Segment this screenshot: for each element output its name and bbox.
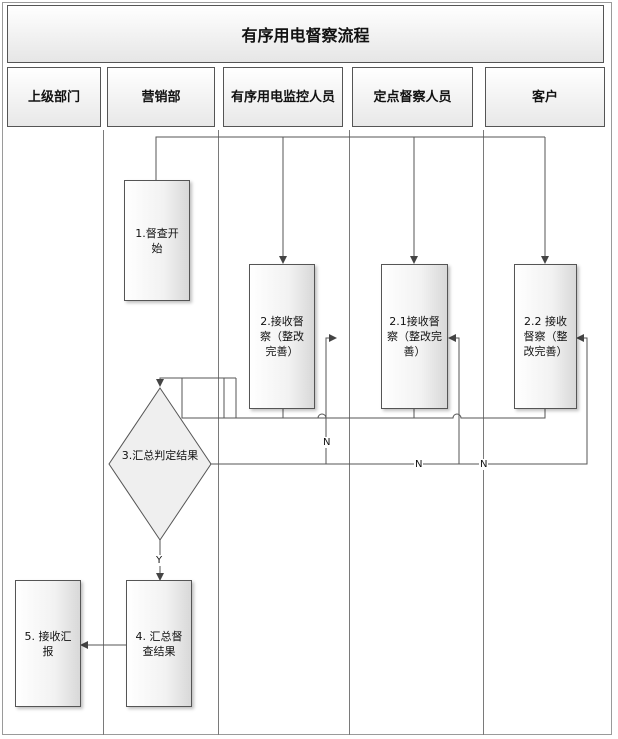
node-report: 5. 接收汇报	[15, 580, 81, 707]
edge-no-customer	[459, 334, 588, 465]
edge-start-distribution	[155, 136, 545, 180]
edge-label-no: N	[479, 459, 489, 470]
node-receive-inspector: 2.1接收督察（整改完善）	[381, 264, 448, 409]
edge-label-no: N	[322, 437, 332, 448]
lane-divider	[218, 130, 219, 735]
diagram-title: 有序用电督察流程	[7, 5, 604, 63]
node-decision-label: 3.汇总判定结果	[121, 449, 199, 462]
edge-customer-return	[223, 378, 546, 419]
node-start: 1.督查开始	[124, 180, 190, 301]
edge-label-yes: Y	[155, 555, 164, 566]
edge-no-inspector	[326, 334, 460, 465]
diagram-frame	[2, 2, 612, 735]
lane-header-marketing: 营销部	[107, 67, 215, 127]
lane-header-superior: 上级部门	[7, 67, 101, 127]
lane-header-inspector: 定点督察人员	[352, 67, 473, 127]
node-receive-customer: 2.2 接收督察（整改完善）	[514, 264, 577, 409]
lane-divider	[349, 130, 350, 735]
lane-header-monitor: 有序用电监控人员	[223, 67, 343, 127]
lane-header-customer: 客户	[485, 67, 605, 127]
lane-divider	[483, 130, 484, 735]
edge-label-no: N	[414, 459, 424, 470]
lane-divider	[103, 130, 104, 735]
decision-diamond	[108, 387, 212, 541]
node-summarize: 4. 汇总督查结果	[126, 580, 192, 707]
edge-return-to-decision	[156, 377, 236, 387]
edge-no-monitor	[211, 334, 337, 465]
node-receive-monitor: 2.接收督察（整改完善）	[249, 264, 315, 409]
